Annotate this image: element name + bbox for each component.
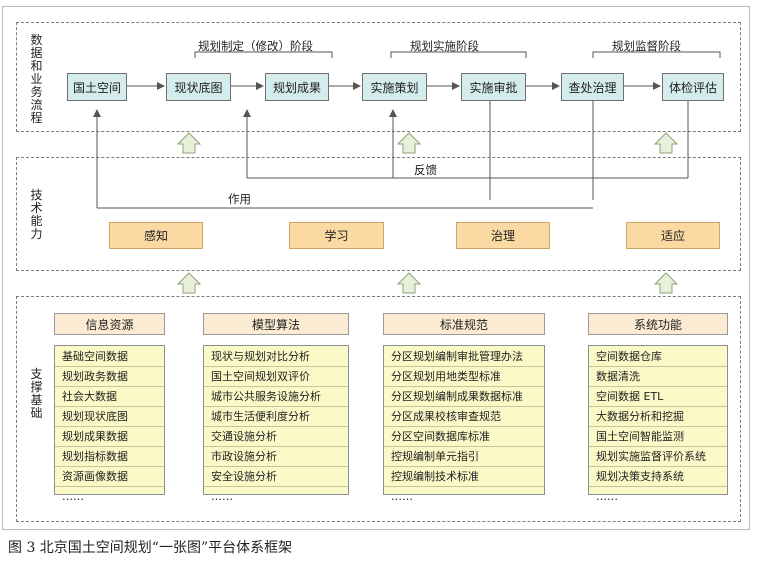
capability-layer [16,157,741,271]
list-item: 城市生活便利度分析 [204,407,348,427]
process-box-territorial-space: 国土空间 [67,73,127,101]
list-item: 基础空间数据 [55,347,164,367]
list-item: 分区规划编制审批管理办法 [384,347,544,367]
stage-implementation: 规划实施阶段 [410,39,479,53]
column-information-resources: 基础空间数据 规划政务数据 社会大数据 规划现状底图 规划成果数据 规划指标数据… [54,345,165,503]
column-header-information-resources: 信息资源 [54,313,165,335]
process-box-evaluation: 体检评估 [662,73,724,101]
column-header-model-algorithms: 模型算法 [203,313,349,335]
list-item: 分区成果校核审查规范 [384,407,544,427]
list-item: 分区规划编制成果数据标准 [384,387,544,407]
list-item: 安全设施分析 [204,467,348,487]
list-item: 控规编制单元指引 [384,447,544,467]
column-header-standards: 标准规范 [383,313,545,335]
list-item: …… [391,490,413,503]
list-item: 分区空间数据库标准 [384,427,544,447]
list-item: 规划政务数据 [55,367,164,387]
column-model-algorithms: 现状与规划对比分析 国土空间规划双评价 城市公共服务设施分析 城市生活便利度分析… [203,345,349,503]
list-item: …… [596,490,618,503]
list-item: 数据清洗 [589,367,727,387]
list-item: 规划指标数据 [55,447,164,467]
list-item: 空间数据仓库 [589,347,727,367]
process-box-plan-results: 规划成果 [265,73,329,101]
list-item: 国土空间智能监测 [589,427,727,447]
column-system-functions: 空间数据仓库 数据清洗 空间数据 ETL 大数据分析和挖掘 国土空间智能监测 规… [588,345,728,503]
support-layer [16,296,741,522]
list-item: 资源画像数据 [55,467,164,487]
list-item: 控规编制技术标准 [384,467,544,487]
capability-governance: 治理 [456,222,550,249]
process-box-baseline-map: 现状底图 [166,73,231,101]
list-item: 规划实施监督评价系统 [589,447,727,467]
process-layer-label: 数据和业务流程 [30,33,43,125]
stage-plan-making: 规划制定（修改）阶段 [198,39,313,53]
figure-frame [2,6,750,530]
effect-label: 作用 [228,192,251,206]
stage-supervision: 规划监督阶段 [612,39,681,53]
feedback-label: 反馈 [414,163,437,177]
list-item: 社会大数据 [55,387,164,407]
list-item: 大数据分析和挖掘 [589,407,727,427]
list-item: 交通设施分析 [204,427,348,447]
list-item: 现状与规划对比分析 [204,347,348,367]
list-item: 国土空间规划双评价 [204,367,348,387]
list-item: 空间数据 ETL [589,387,727,407]
column-standards: 分区规划编制审批管理办法 分区规划用地类型标准 分区规划编制成果数据标准 分区成… [383,345,545,503]
process-box-implementation-planning: 实施策划 [362,73,427,101]
list-item: 规划成果数据 [55,427,164,447]
list-item: 市政设施分析 [204,447,348,467]
list-item: 城市公共服务设施分析 [204,387,348,407]
list-item: 规划现状底图 [55,407,164,427]
column-header-system-functions: 系统功能 [588,313,728,335]
list-item: …… [211,490,233,503]
figure-caption: 图 3 北京国土空间规划“一张图”平台体系框架 [8,540,293,556]
process-box-implementation-approval: 实施审批 [461,73,526,101]
capability-sensing: 感知 [109,222,203,249]
capability-learning: 学习 [289,222,384,249]
capability-layer-label: 技术能力 [30,188,43,241]
list-item: 规划决策支持系统 [589,467,727,487]
list-item: 分区规划用地类型标准 [384,367,544,387]
process-box-enforcement: 查处治理 [561,73,624,101]
list-item: …… [62,490,84,503]
capability-adaptation: 适应 [626,222,720,249]
process-layer [16,22,741,132]
support-layer-label: 支撑基础 [30,367,43,420]
